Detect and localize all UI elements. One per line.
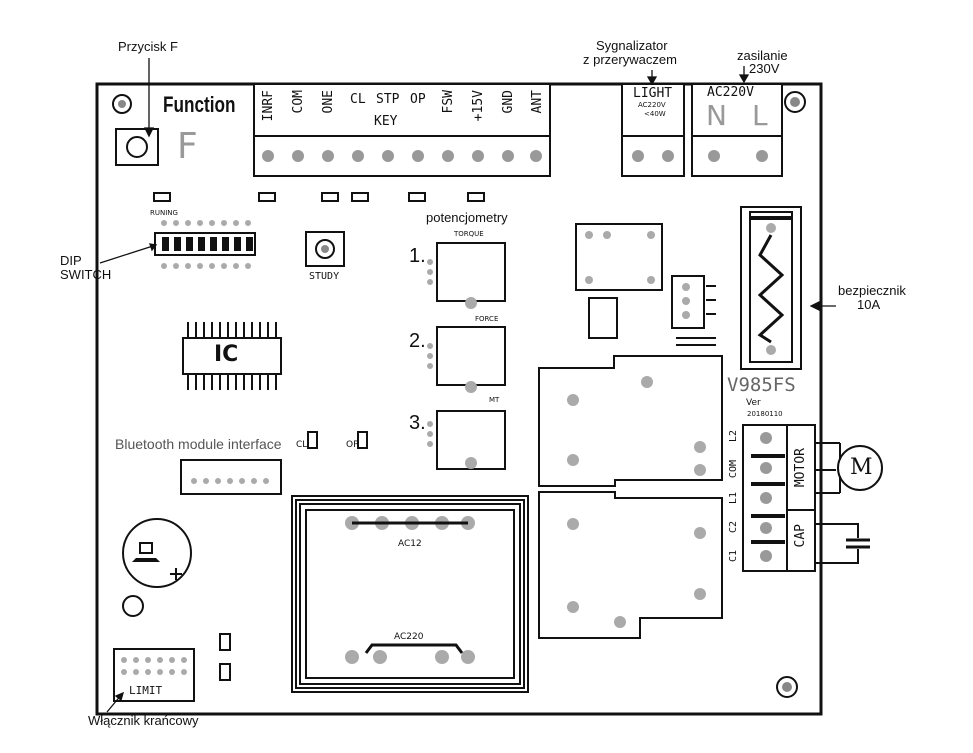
buzzer bbox=[122, 518, 192, 588]
annotation-dip-line1: DIP bbox=[60, 253, 82, 268]
annotation-fuse-line1: bezpiecznik bbox=[838, 283, 906, 298]
transformer bbox=[291, 495, 529, 693]
ver-label: Ver bbox=[746, 398, 761, 408]
connector-t5 bbox=[671, 275, 716, 346]
potentiometer-pins bbox=[427, 259, 477, 469]
study-label: STUDY bbox=[309, 271, 340, 282]
annotation-signalizer-line2: z przerywaczem bbox=[583, 52, 677, 67]
big-relay-2 bbox=[538, 491, 723, 639]
running-label: RUNING bbox=[150, 209, 178, 217]
fuse bbox=[740, 206, 802, 370]
terminal-label-com: COM bbox=[291, 90, 306, 114]
ac220-transformer-label: AC220 bbox=[394, 632, 424, 642]
light-spec2: <40W bbox=[644, 110, 666, 118]
terminal-label-15v: +15V bbox=[471, 90, 486, 122]
function-label: Function bbox=[163, 92, 236, 117]
ac12-label: AC12 bbox=[398, 539, 422, 549]
annotation-pot3: 3. bbox=[409, 412, 426, 434]
cl-op-leds bbox=[307, 431, 368, 449]
annotation-dip-line2: SWITCH bbox=[60, 267, 112, 282]
l-label: L bbox=[752, 99, 768, 132]
limit-header bbox=[113, 648, 195, 702]
annotation-potentiometers: potencjometry bbox=[426, 210, 508, 225]
annotation-pot1: 1. bbox=[409, 245, 426, 267]
transformer-traces bbox=[352, 521, 468, 654]
n-label: N bbox=[706, 99, 727, 132]
terminal-ac220 bbox=[691, 83, 783, 177]
pin-label-l2: L2 bbox=[728, 430, 739, 443]
annotation-limit-switch: Włącznik krańcowy bbox=[88, 713, 199, 728]
annotation-signalizer-line1: Sygnalizator bbox=[596, 38, 668, 53]
terminal-label-one: ONE bbox=[321, 90, 336, 114]
annotation-pot2: 2. bbox=[409, 330, 426, 352]
annotation-button-f: Przycisk F bbox=[118, 39, 178, 54]
motor-label: MOTOR bbox=[793, 448, 808, 488]
light-label: LIGHT bbox=[633, 86, 673, 101]
pin-label-com: COM bbox=[728, 460, 739, 479]
op-led-label: OP bbox=[346, 440, 359, 450]
limit-side-components bbox=[219, 633, 231, 681]
terminal-label-gnd: GND bbox=[501, 90, 516, 114]
terminal-block-main bbox=[253, 83, 551, 177]
ic-chip bbox=[182, 322, 282, 390]
small-relay bbox=[575, 223, 663, 339]
mt-label: MT bbox=[489, 396, 500, 404]
annotation-power-line1: zasilanie bbox=[737, 48, 788, 63]
button-f bbox=[115, 128, 159, 166]
annotation-power-line2: 230V bbox=[749, 61, 780, 76]
bluetooth-label: Bluetooth module interface bbox=[115, 436, 282, 452]
cl-led-label: CL bbox=[296, 440, 308, 450]
cap-label: CAP bbox=[793, 524, 808, 548]
terminal-label-ant: ANT bbox=[530, 90, 545, 114]
motor-cap-terminal bbox=[742, 424, 816, 572]
annotation-fuse-line2: 10A bbox=[857, 297, 881, 312]
motor-symbol bbox=[815, 442, 883, 494]
pin-label-l1: L1 bbox=[728, 492, 739, 505]
pin-label-c1: C1 bbox=[728, 550, 739, 563]
model-label: V985FS bbox=[727, 374, 796, 396]
torque-label: TORQUE bbox=[454, 230, 484, 238]
capacitor-symbol bbox=[815, 523, 870, 564]
bluetooth-header bbox=[180, 459, 282, 495]
terminal-label-inrf: INRF bbox=[261, 90, 276, 122]
terminal-label-cl: CL bbox=[350, 92, 366, 107]
force-label: FORCE bbox=[475, 315, 499, 323]
study-button bbox=[305, 231, 345, 267]
date-label: 20180110 bbox=[747, 410, 783, 418]
annotation-arrows bbox=[99, 58, 836, 713]
terminal-label-stp: STP bbox=[376, 92, 400, 107]
terminal-light bbox=[621, 83, 685, 177]
potentiometers bbox=[436, 242, 506, 470]
motor-m-label: M bbox=[850, 455, 873, 480]
pin-label-c2: C2 bbox=[728, 521, 739, 534]
mounting-holes bbox=[112, 91, 806, 698]
terminal-label-fsw: FSW bbox=[441, 90, 456, 114]
f-letter: F bbox=[177, 126, 198, 167]
leds bbox=[153, 192, 485, 202]
big-relay-1 bbox=[538, 355, 723, 487]
ac220v-label: AC220V bbox=[707, 85, 754, 100]
key-label: KEY bbox=[374, 114, 398, 129]
terminal-label-op: OP bbox=[410, 92, 426, 107]
ic-label: IC bbox=[214, 342, 239, 367]
light-spec1: AC220V bbox=[638, 101, 666, 109]
limit-label: LIMIT bbox=[129, 684, 163, 697]
dip-switch bbox=[154, 220, 256, 269]
